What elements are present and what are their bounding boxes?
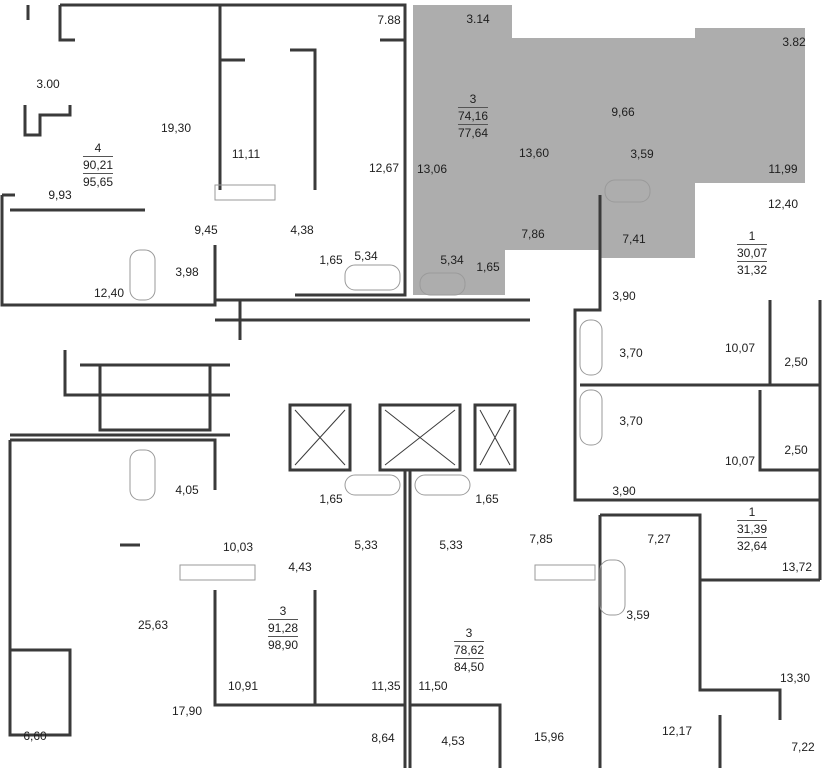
room-area: 5,34 — [440, 253, 464, 267]
living-area: 91,28 — [267, 621, 299, 637]
apartment-c-highlight[interactable] — [413, 5, 805, 295]
room-area: 11,11 — [231, 147, 261, 161]
room-area: 6,60 — [23, 729, 47, 743]
room-area: 13,30 — [779, 671, 811, 685]
room-count: 3 — [267, 603, 299, 620]
room-area: 5,34 — [354, 249, 378, 263]
room-area: 9,45 — [194, 223, 218, 237]
room-area: 7.88 — [377, 13, 401, 27]
room-count: 3 — [457, 91, 489, 108]
apartment-summary[interactable]: 4 90,21 95,65 — [82, 140, 114, 190]
room-area: 3,70 — [619, 414, 643, 428]
room-area: 10,03 — [222, 540, 254, 554]
total-area: 98,90 — [267, 638, 299, 652]
room-area: 12,17 — [661, 724, 693, 738]
room-area: 10,07 — [724, 454, 756, 468]
living-area: 74,16 — [457, 109, 489, 125]
room-area: 4,38 — [290, 223, 314, 237]
room-area: 10,07 — [724, 341, 756, 355]
room-area: 13,60 — [518, 146, 550, 160]
room-area: 5,33 — [354, 538, 378, 552]
room-area: 7,22 — [791, 740, 815, 754]
room-area: 3.00 — [36, 77, 60, 91]
room-area: 9,93 — [48, 188, 72, 202]
room-area: 10,91 — [227, 679, 259, 693]
room-count: 4 — [82, 140, 114, 157]
living-area: 90,21 — [82, 158, 114, 174]
room-count: 3 — [453, 625, 485, 642]
apartment-summary[interactable]: 3 74,16 77,64 — [457, 91, 489, 141]
living-area: 31,39 — [736, 522, 768, 538]
room-area: 11,99 — [768, 162, 798, 176]
room-area: 1,65 — [319, 253, 343, 267]
room-area: 19,30 — [160, 121, 192, 135]
room-area: 7,41 — [622, 232, 646, 246]
walls — [0, 3, 822, 768]
room-area: 3,90 — [612, 289, 636, 303]
fixtures — [129, 179, 651, 616]
total-area: 84,50 — [453, 660, 485, 674]
room-area: 3,59 — [630, 147, 654, 161]
apartment-summary[interactable]: 3 78,62 84,50 — [453, 625, 485, 675]
room-area: 5,33 — [439, 538, 463, 552]
room-area: 9,66 — [611, 105, 635, 119]
total-area: 31,32 — [736, 263, 768, 277]
total-area: 32,64 — [736, 539, 768, 553]
room-area: 7,86 — [521, 227, 545, 241]
room-area: 2,50 — [784, 443, 808, 457]
apartment-summary[interactable]: 1 30,07 31,32 — [736, 228, 768, 278]
total-area: 95,65 — [82, 175, 114, 189]
room-area: 3,98 — [175, 265, 199, 279]
living-area: 30,07 — [736, 246, 768, 262]
room-area: 1,65 — [476, 260, 500, 274]
room-area: 13,06 — [416, 162, 448, 176]
living-area: 78,62 — [453, 643, 485, 659]
total-area: 77,64 — [457, 126, 489, 140]
room-area: 1,65 — [319, 492, 343, 506]
room-area: 4,05 — [175, 483, 199, 497]
room-area: 3,90 — [612, 484, 636, 498]
apartment-summary[interactable]: 1 31,39 32,64 — [736, 504, 768, 554]
room-area: 2,50 — [784, 355, 808, 369]
room-area: 17,90 — [171, 704, 203, 718]
room-area: 15,96 — [533, 730, 565, 744]
room-count: 1 — [736, 504, 768, 521]
room-area: 4,43 — [288, 560, 312, 574]
room-area: 11,35 — [371, 679, 401, 693]
room-area: 3,70 — [619, 346, 643, 360]
room-count: 1 — [736, 228, 768, 245]
room-area: 25,63 — [137, 618, 169, 632]
room-area: 3.14 — [466, 12, 490, 26]
room-area: 1,65 — [475, 492, 499, 506]
room-area: 12,40 — [93, 286, 125, 300]
room-area: 7,27 — [647, 532, 671, 546]
room-area: 7,85 — [529, 532, 553, 546]
room-area: 12,40 — [767, 197, 799, 211]
apartment-summary[interactable]: 3 91,28 98,90 — [267, 603, 299, 653]
room-area: 3.82 — [782, 35, 806, 49]
room-area: 4,53 — [441, 734, 465, 748]
room-area: 13,72 — [781, 560, 813, 574]
room-area: 8,64 — [371, 731, 395, 745]
room-area: 12,67 — [368, 161, 400, 175]
room-area: 3,59 — [626, 608, 650, 622]
room-area: 11,50 — [418, 679, 448, 693]
